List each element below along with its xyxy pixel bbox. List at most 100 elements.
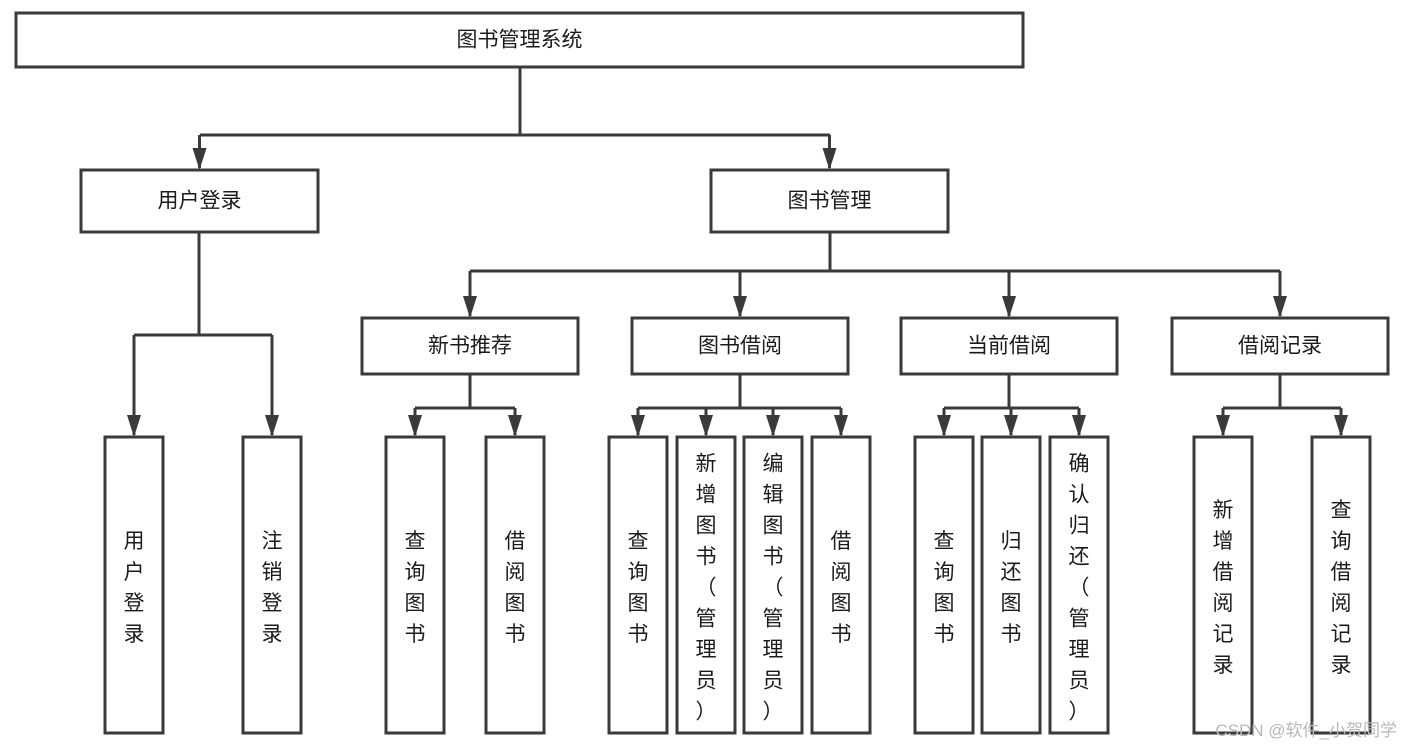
node-label-char: 图 bbox=[696, 515, 717, 538]
connectors-layer bbox=[127, 67, 1348, 437]
node-label-char: 询 bbox=[1331, 530, 1352, 553]
node-current-borrow[interactable]: 当前借阅 bbox=[899, 316, 1119, 376]
node-label-char: 查 bbox=[628, 530, 649, 553]
node-box-new-book-recommend[interactable] bbox=[360, 316, 580, 376]
edge-book-management-to-borrow-record bbox=[1273, 271, 1287, 318]
node-user-login[interactable]: 用户登录 bbox=[79, 168, 320, 234]
edge-current-borrow-to-leaf-return-book bbox=[1004, 408, 1018, 437]
node-label-char: 图 bbox=[405, 592, 426, 615]
node-leaf-user-login[interactable]: 用户登录 bbox=[103, 435, 165, 735]
edge-book-borrow-to-leaf-edit-book bbox=[766, 408, 780, 437]
node-root[interactable]: 图书管理系统 bbox=[14, 11, 1025, 69]
node-label-char: 书 bbox=[505, 623, 526, 646]
node-label-char: 书 bbox=[696, 546, 717, 569]
node-label-char: 图 bbox=[934, 592, 955, 615]
node-label-char: 录 bbox=[1331, 654, 1352, 677]
node-label-char: 增 bbox=[696, 484, 717, 507]
node-box-leaf-user-logout[interactable] bbox=[241, 435, 303, 735]
node-label-char: 归 bbox=[1001, 530, 1022, 553]
edge-new-book-recommend-to-leaf-borrow-book-1 bbox=[508, 408, 522, 437]
node-box-leaf-return-book[interactable] bbox=[980, 435, 1042, 735]
edge-book-management-to-current-borrow bbox=[1002, 271, 1016, 318]
node-label-char: 辑 bbox=[763, 484, 784, 507]
node-book-borrow[interactable]: 图书借阅 bbox=[630, 316, 850, 376]
node-label-char: 图 bbox=[1001, 592, 1022, 615]
node-label-char: 理 bbox=[1069, 639, 1090, 662]
node-label-book-management: 图书管理 bbox=[788, 190, 872, 213]
node-book-management[interactable]: 图书管理 bbox=[709, 168, 950, 234]
node-box-user-login[interactable] bbox=[79, 168, 320, 234]
node-label-user-login: 用户登录 bbox=[158, 190, 242, 213]
edge-book-borrow-to-leaf-query-book-2 bbox=[631, 408, 645, 437]
node-label-char: 还 bbox=[1069, 546, 1090, 569]
node-label-char: 书 bbox=[934, 623, 955, 646]
node-label-char: 借 bbox=[1331, 561, 1352, 584]
node-label-borrow-record: 借阅记录 bbox=[1238, 335, 1322, 358]
node-label-char: 书 bbox=[628, 623, 649, 646]
node-label-new-book-recommend: 新书推荐 bbox=[428, 335, 512, 358]
node-box-leaf-add-book[interactable] bbox=[675, 435, 737, 735]
node-box-book-management[interactable] bbox=[709, 168, 950, 234]
node-label-char: 登 bbox=[124, 592, 145, 615]
node-label-char: ） bbox=[1069, 701, 1090, 724]
node-box-leaf-borrow-book-2[interactable] bbox=[810, 435, 872, 735]
node-label-char: 理 bbox=[696, 639, 717, 662]
edge-current-borrow-to-leaf-confirm-return bbox=[1072, 408, 1086, 437]
node-label-char: ） bbox=[696, 701, 717, 724]
node-label-char: 归 bbox=[1069, 515, 1090, 538]
edge-book-management-to-new-book-recommend bbox=[463, 271, 477, 318]
node-box-leaf-query-record[interactable] bbox=[1310, 435, 1372, 735]
node-box-book-borrow[interactable] bbox=[630, 316, 850, 376]
connector-bus-root bbox=[200, 67, 830, 137]
node-box-leaf-confirm-return[interactable] bbox=[1048, 435, 1110, 735]
node-box-leaf-borrow-book-1[interactable] bbox=[484, 435, 546, 735]
node-box-leaf-query-book-2[interactable] bbox=[607, 435, 669, 735]
node-label-char: 管 bbox=[1069, 608, 1090, 631]
nodes-layer: 图书管理系统用户登录图书管理新书推荐图书借阅当前借阅借阅记录用户登录注销登录查询… bbox=[14, 11, 1390, 735]
edge-book-borrow-to-leaf-borrow-book-2 bbox=[834, 408, 848, 437]
node-label-char: 录 bbox=[1213, 654, 1234, 677]
node-label-char: 阅 bbox=[831, 561, 852, 584]
edge-borrow-record-to-leaf-query-record bbox=[1334, 408, 1348, 437]
node-label-char: 理 bbox=[763, 639, 784, 662]
connector-bus-book-management bbox=[470, 232, 1280, 273]
node-label-book-borrow: 图书借阅 bbox=[698, 335, 782, 358]
node-label-char: 用 bbox=[124, 530, 145, 553]
node-box-current-borrow[interactable] bbox=[899, 316, 1119, 376]
connector-bus-user-login bbox=[134, 232, 272, 337]
node-box-leaf-edit-book[interactable] bbox=[742, 435, 804, 735]
node-label-root: 图书管理系统 bbox=[457, 29, 583, 52]
node-new-book-recommend[interactable]: 新书推荐 bbox=[360, 316, 580, 376]
node-label-char: （ bbox=[1069, 577, 1090, 600]
edge-current-borrow-to-leaf-query-book-3 bbox=[937, 408, 951, 437]
edge-new-book-recommend-to-leaf-query-book-1 bbox=[408, 408, 422, 437]
node-label-char: 借 bbox=[1213, 561, 1234, 584]
node-label-char: （ bbox=[763, 577, 784, 600]
node-box-root[interactable] bbox=[14, 11, 1025, 69]
node-box-leaf-user-login[interactable] bbox=[103, 435, 165, 735]
node-box-leaf-query-book-1[interactable] bbox=[384, 435, 446, 735]
node-box-borrow-record[interactable] bbox=[1170, 316, 1390, 376]
node-label-char: 阅 bbox=[505, 561, 526, 584]
node-label-char: 新 bbox=[1213, 499, 1234, 522]
node-label-char: 员 bbox=[696, 670, 717, 693]
node-label-char: 书 bbox=[1001, 623, 1022, 646]
node-box-leaf-add-record[interactable] bbox=[1192, 435, 1254, 735]
node-box-leaf-query-book-3[interactable] bbox=[913, 435, 975, 735]
node-label-char: 图 bbox=[763, 515, 784, 538]
connector-bus-borrow-record bbox=[1223, 374, 1341, 410]
node-label-char: 查 bbox=[405, 530, 426, 553]
node-borrow-record[interactable]: 借阅记录 bbox=[1170, 316, 1390, 376]
